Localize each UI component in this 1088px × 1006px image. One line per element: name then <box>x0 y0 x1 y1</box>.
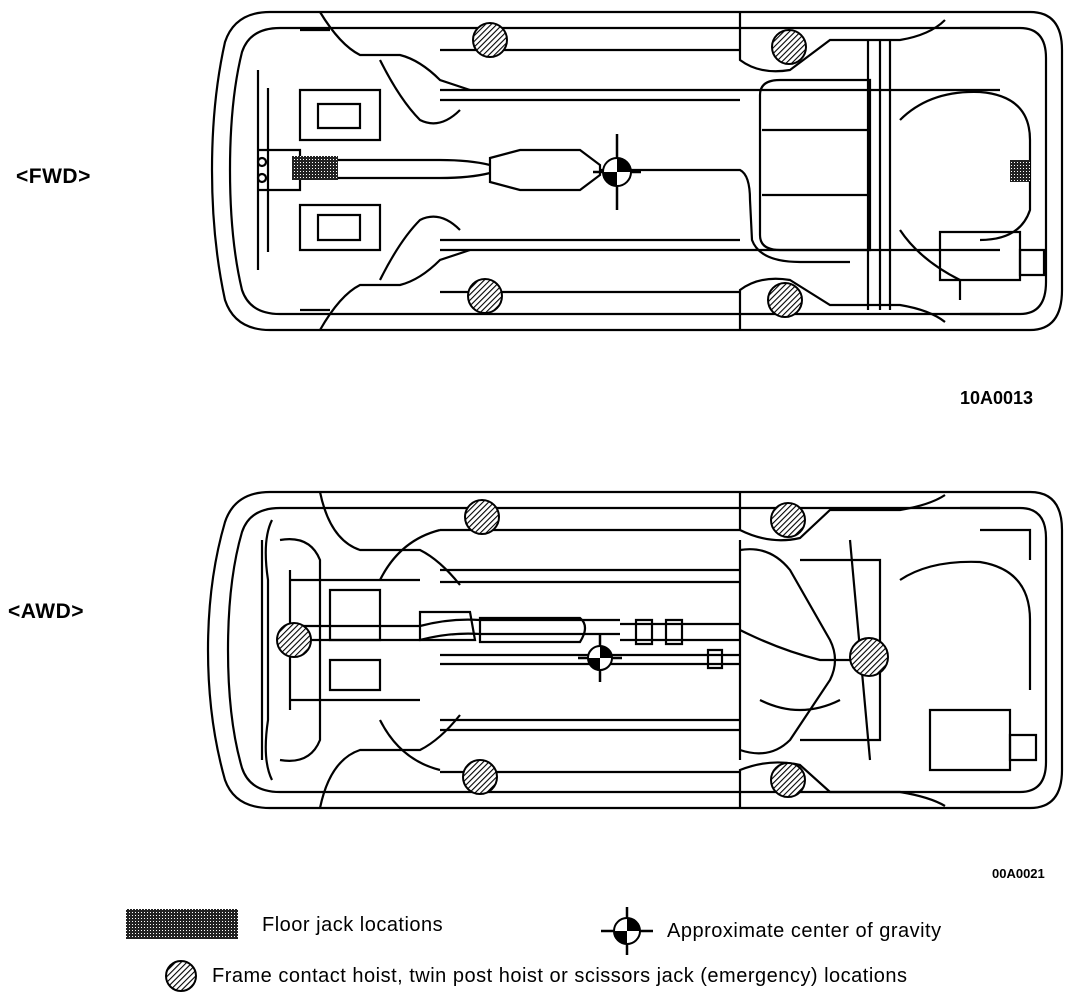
awd-label: <AWD> <box>8 600 85 623</box>
legend-center-gravity-text: Approximate center of gravity <box>667 920 942 942</box>
awd-figure-code: 00A0021 <box>992 866 1045 881</box>
awd-hoist-point-rear-center <box>849 637 889 677</box>
fwd-label: <FWD> <box>16 165 91 188</box>
fwd-hoist-point-rear-left <box>771 29 807 65</box>
awd-hoist-point-front-left <box>464 499 500 535</box>
fwd-center-of-gravity-icon <box>593 134 641 210</box>
fwd-hoist-point-front-right <box>467 278 503 314</box>
legend-floor-jack-text: Floor jack locations <box>262 914 444 936</box>
awd-hoist-point-rear-left <box>770 502 806 538</box>
legend-floor-jack-swatch <box>126 909 238 939</box>
fwd-figure-code: 10A0013 <box>960 388 1034 408</box>
fwd-hoist-point-rear-right <box>767 282 803 318</box>
fwd-car-underside <box>210 10 1064 332</box>
awd-center-of-gravity-icon <box>578 634 622 682</box>
legend-center-of-gravity-icon <box>601 907 653 955</box>
fwd-floor-jack-rear <box>1010 160 1030 182</box>
awd-hoist-point-front-right <box>462 759 498 795</box>
awd-hoist-point-rear-right <box>770 762 806 798</box>
legend-frame-contact-text: Frame contact hoist, twin post hoist or … <box>212 965 908 987</box>
awd-hoist-point-front-center <box>276 622 312 658</box>
fwd-hoist-point-front-left <box>472 22 508 58</box>
legend-hoist-point-icon <box>165 960 197 992</box>
awd-car-underside <box>206 490 1064 810</box>
fwd-floor-jack-front <box>292 156 338 180</box>
